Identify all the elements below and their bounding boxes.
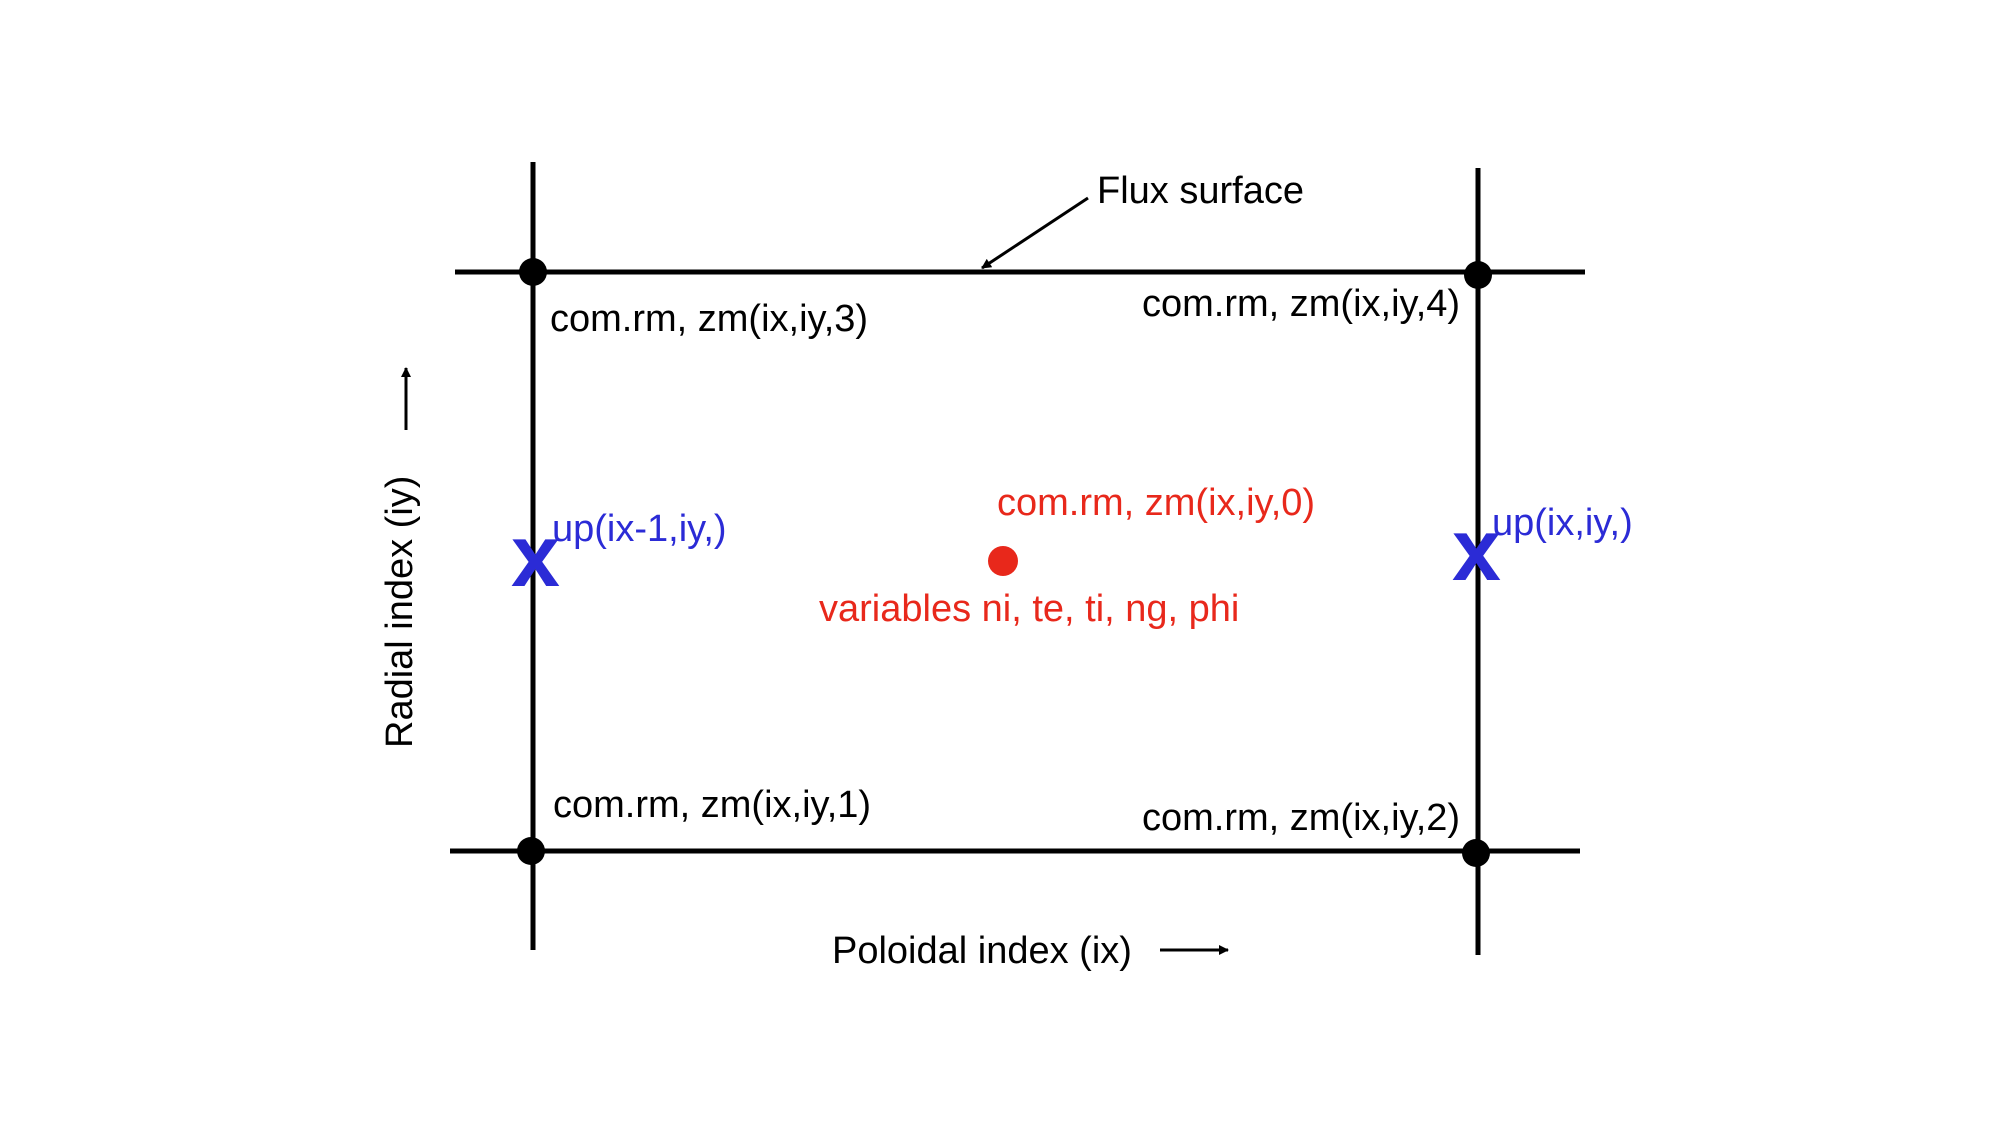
- face-marker-left: x: [511, 506, 560, 605]
- corner-label-bottom-left: com.rm, zm(ix,iy,1): [553, 784, 871, 826]
- flux-surface-label: Flux surface: [1097, 170, 1304, 212]
- face-marker-right: x: [1452, 500, 1501, 599]
- corner-label-bottom-right: com.rm, zm(ix,iy,2): [1142, 797, 1460, 839]
- face-label-left: up(ix-1,iy,): [552, 508, 727, 550]
- corner-label-top-right: com.rm, zm(ix,iy,4): [1142, 283, 1460, 325]
- corner-node-top-left: [519, 258, 547, 286]
- corner-label-top-left: com.rm, zm(ix,iy,3): [550, 298, 868, 340]
- face-label-right: up(ix,iy,): [1492, 502, 1633, 544]
- radial-axis-label: Radial index (iy): [379, 476, 421, 748]
- corner-node-top-right: [1464, 261, 1492, 289]
- cell-center-label: com.rm, zm(ix,iy,0): [997, 482, 1315, 524]
- cell-variables-label: variables ni, te, ti, ng, phi: [819, 588, 1239, 630]
- corner-node-bottom-left: [517, 837, 545, 865]
- poloidal-axis-label: Poloidal index (ix): [832, 930, 1132, 972]
- flux-surface-arrow: [981, 196, 1089, 270]
- cell-center-dot: [988, 546, 1018, 576]
- corner-node-bottom-right: [1462, 839, 1490, 867]
